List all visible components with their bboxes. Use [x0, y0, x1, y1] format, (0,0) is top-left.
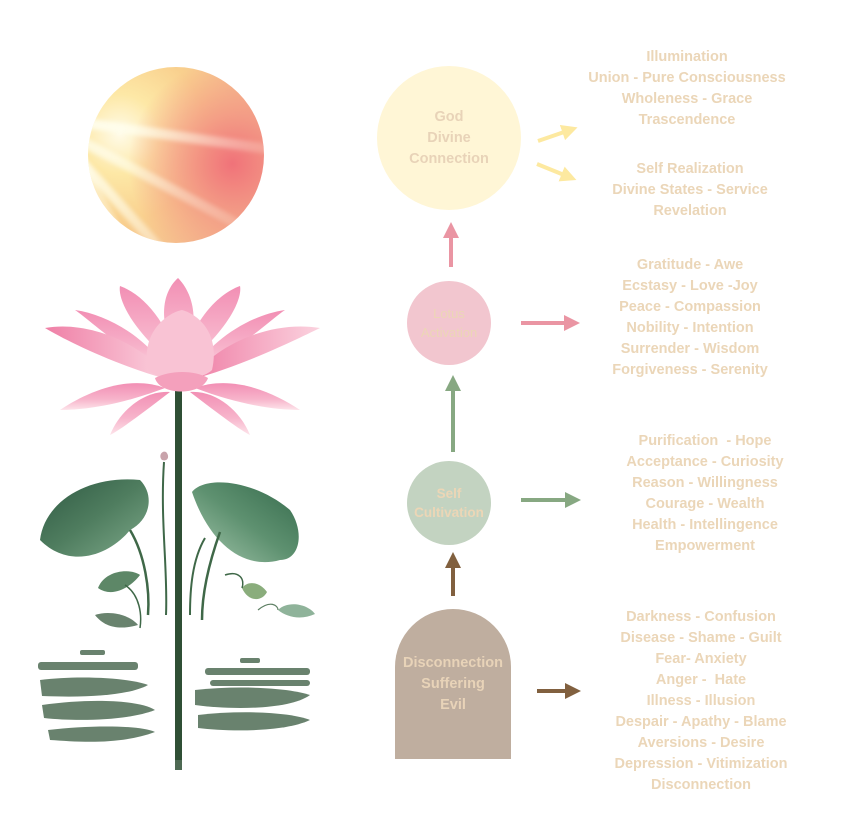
list-item: Disconnection — [651, 777, 751, 793]
lotus-leaf — [242, 583, 267, 600]
list-item: Reason - Willingness — [632, 475, 778, 491]
node-god-divine-connection: God Divine Connection — [377, 66, 521, 210]
sun-image — [88, 67, 264, 243]
list-item: Peace - Compassion — [619, 299, 761, 315]
list-self-cultivation: Purification - Hope Acceptance - Curiosi… — [605, 431, 805, 557]
list-item: Ecstasy - Love -Joy — [622, 278, 758, 294]
list-item: Fear- Anxiety — [655, 651, 747, 667]
list-item: Gratitude - Awe — [636, 257, 744, 273]
list-item: Despair - Apathy - Blame — [615, 714, 787, 730]
list-self-realization: Self Realization Divine States - Service… — [585, 159, 795, 222]
list-item: Divine States - Service — [612, 182, 768, 198]
list-item: Surrender - Wisdom — [620, 341, 760, 357]
list-item: Empowerment — [655, 538, 755, 554]
list-item: Depression - Vitimization — [614, 756, 788, 772]
lotus-leaf — [98, 571, 140, 593]
arrow-to-self-realization — [536, 162, 577, 182]
lotus-flower-image — [38, 278, 320, 770]
list-item: Wholeness - Grace — [621, 91, 753, 107]
list-item: Union - Pure Consciousness — [588, 70, 786, 86]
lotus-leaf — [192, 482, 299, 563]
list-item: Trascendence — [638, 112, 736, 128]
list-item: Self Realization — [636, 161, 744, 177]
list-item: Forgiveness - Serenity — [612, 362, 768, 378]
list-disconnection: Darkness - Confusion Disease - Shame - G… — [595, 607, 807, 796]
list-item: Aversions - Desire — [637, 735, 765, 751]
list-item: Darkness - Confusion — [626, 609, 776, 625]
list-item: Purification - Hope — [638, 433, 772, 449]
list-item: Disease - Shame - Guilt — [620, 630, 782, 646]
list-item: Revelation — [653, 203, 727, 219]
list-item: Health - Intellingence — [632, 517, 778, 533]
list-illumination: Illumination Union - Pure Consciousness … — [570, 47, 804, 131]
lotus-petals — [45, 278, 320, 435]
node-lotus-activation: Lotus Activation — [407, 281, 491, 365]
node-self-cultivation: Self Cultivation — [407, 461, 491, 545]
lotus-leaf — [278, 604, 315, 618]
list-item: Illness - Illusion — [646, 693, 756, 709]
lotus-stem — [175, 390, 182, 760]
water-reflection — [38, 610, 310, 770]
list-item: Illumination — [646, 49, 728, 65]
arrow-to-illumination — [537, 125, 578, 143]
list-lotus-activation: Gratitude - Awe Ecstasy - Love -Joy Peac… — [590, 255, 790, 381]
list-item: Acceptance - Curiosity — [626, 454, 784, 470]
list-item: Courage - Wealth — [645, 496, 765, 512]
lotus-bud — [160, 451, 169, 461]
list-item: Nobility - Intention — [626, 320, 754, 336]
lotus-leaf — [40, 479, 149, 557]
node-disconnection: Disconnection Suffering Evil — [395, 609, 511, 759]
list-item: Anger - Hate — [655, 672, 747, 688]
